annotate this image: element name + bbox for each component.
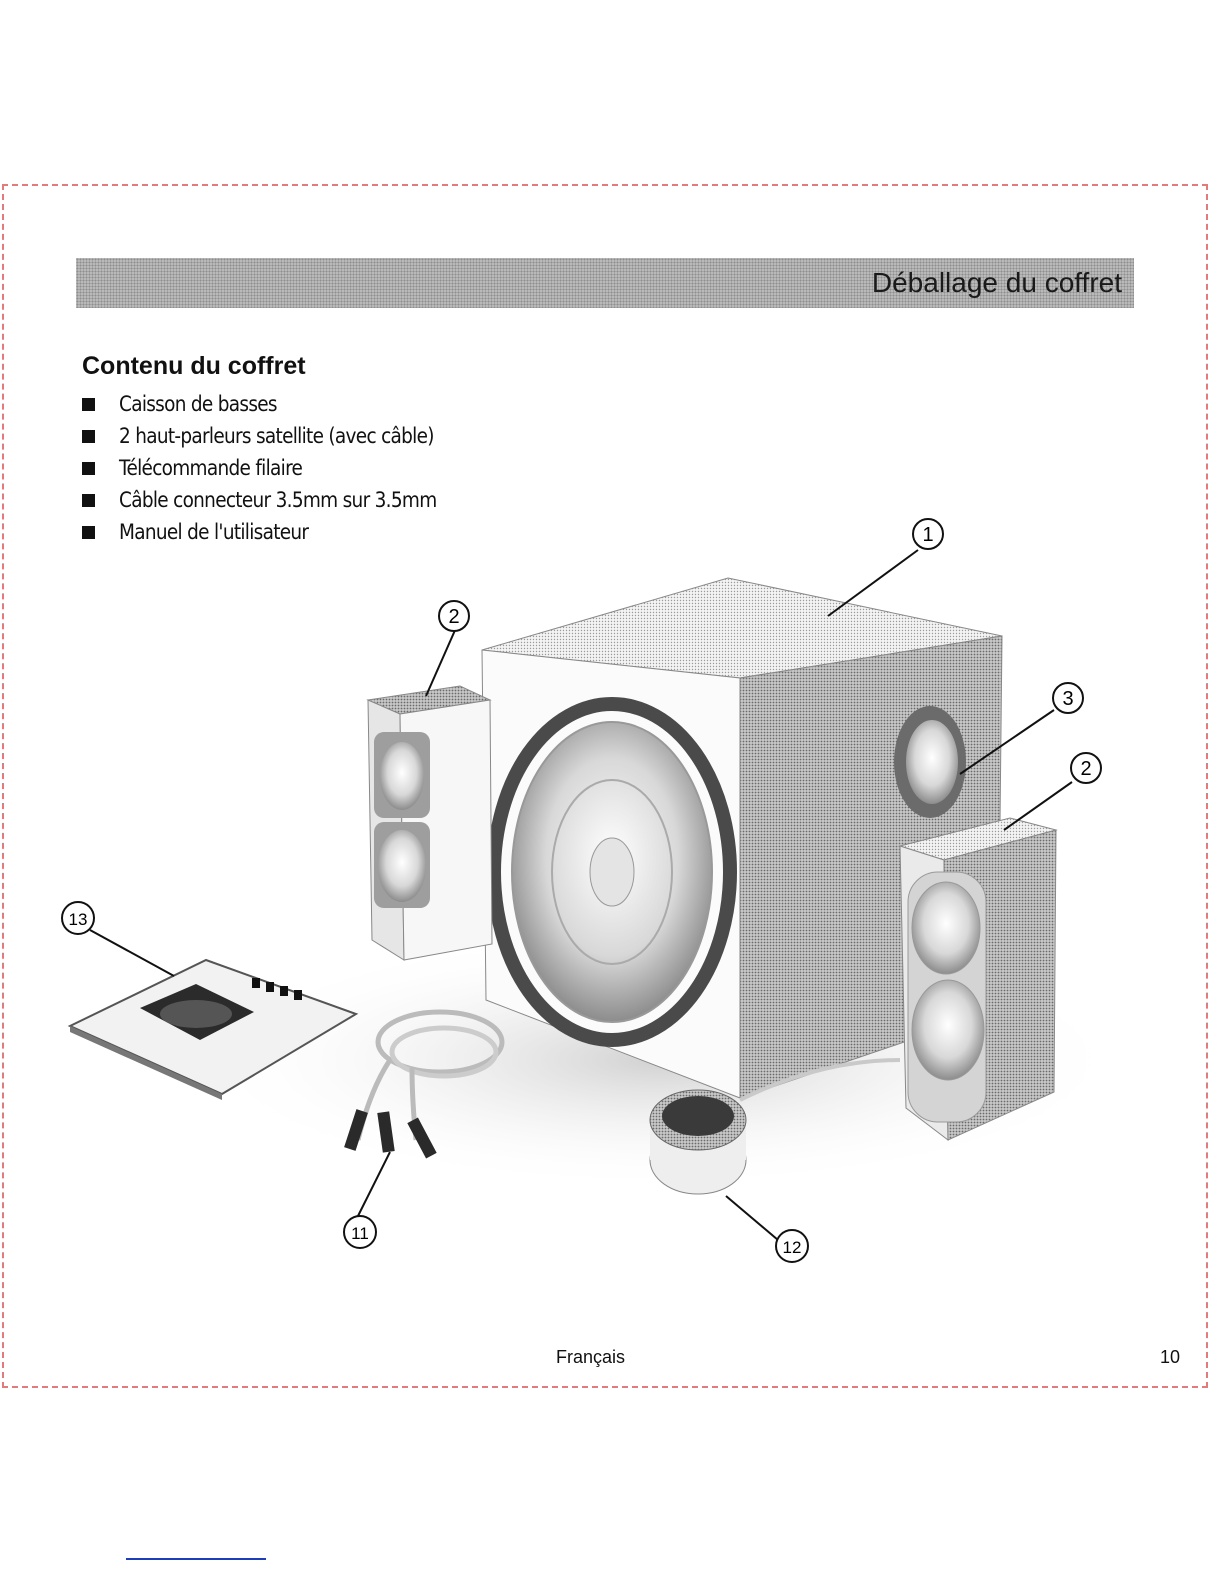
bullet-square-icon [82,398,95,411]
page-number: 10 [1160,1347,1180,1368]
bullet-square-icon [82,462,95,475]
list-item-label: Caisson de basses [119,392,277,416]
list-item: 2 haut-parleurs satellite (avec câble) [82,420,480,452]
link-underline[interactable] [126,1558,266,1560]
list-item: Caisson de basses [82,388,480,420]
bullet-square-icon [82,430,95,443]
list-item-label: Télécommande filaire [119,456,302,480]
callout-13-label: 13 [69,910,88,929]
callout-11: 11 [344,1216,376,1248]
footer-language: Français [556,1347,625,1368]
section-banner: Déballage du coffret [76,258,1134,308]
callout-2-right: 2 [1071,753,1101,783]
callout-1-label: 1 [922,524,933,546]
callout-13: 13 [62,902,94,934]
list-item: Télécommande filaire [82,452,480,484]
callout-3-label: 3 [1062,688,1073,710]
callout-12-label: 12 [783,1238,802,1257]
callout-2-label: 2 [1080,758,1091,780]
callout-2-left: 2 [439,601,469,631]
callout-11-label: 11 [351,1224,369,1243]
callout-3: 3 [1053,683,1083,713]
satellite-speaker-left [368,686,492,960]
product-illustration: 1 2 3 2 13 11 12 [40,500,1190,1280]
contents-heading: Contenu du coffret [82,352,306,381]
callout-12: 12 [776,1230,808,1262]
callout-2-label: 2 [448,606,459,628]
satellite-speaker-right [900,818,1056,1140]
section-title: Déballage du coffret [872,267,1122,299]
callout-1: 1 [913,519,943,549]
list-item-label: 2 haut-parleurs satellite (avec câble) [119,424,434,448]
